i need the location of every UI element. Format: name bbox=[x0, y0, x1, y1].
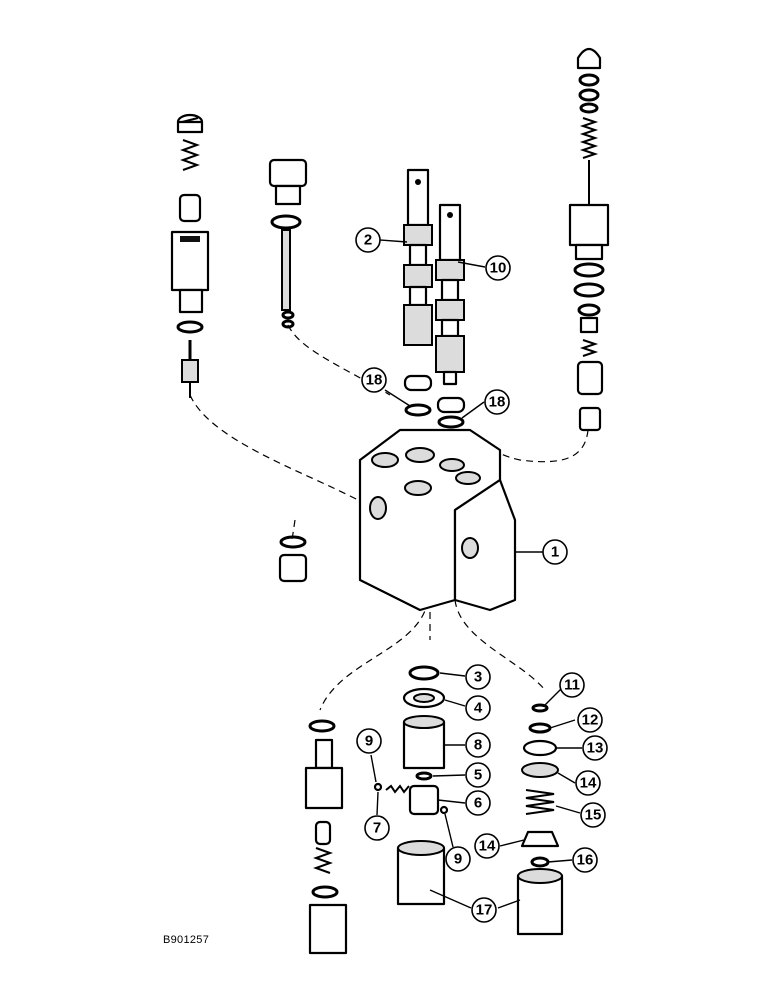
callout-18-right: 18 bbox=[484, 389, 510, 415]
callout-3: 3 bbox=[465, 664, 491, 690]
svg-text:9: 9 bbox=[454, 851, 462, 868]
callout-7: 7 bbox=[364, 815, 390, 841]
relief-valve-assembly-right bbox=[568, 47, 610, 432]
svg-text:13: 13 bbox=[587, 740, 604, 757]
svg-text:12: 12 bbox=[582, 712, 599, 729]
svg-text:14: 14 bbox=[479, 838, 496, 855]
callout-11: 11 bbox=[559, 672, 585, 698]
svg-text:2: 2 bbox=[364, 232, 372, 249]
svg-text:1: 1 bbox=[551, 544, 559, 561]
callout-6: 6 bbox=[465, 790, 491, 816]
pressure-valve-parts bbox=[373, 665, 449, 906]
svg-text:5: 5 bbox=[474, 767, 482, 784]
callout-12: 12 bbox=[577, 707, 603, 733]
callout-2: 2 bbox=[355, 227, 381, 253]
callout-8: 8 bbox=[465, 732, 491, 758]
relief-valve-assembly-left bbox=[170, 113, 210, 398]
needle-valve-assembly bbox=[268, 158, 308, 329]
callout-18-left: 18 bbox=[361, 367, 387, 393]
body-plug bbox=[278, 535, 308, 583]
svg-text:14: 14 bbox=[580, 775, 597, 792]
callout-9-lower: 9 bbox=[445, 846, 471, 872]
callout-1: 1 bbox=[542, 539, 568, 565]
callout-9-upper: 9 bbox=[356, 728, 382, 754]
svg-text:18: 18 bbox=[489, 394, 506, 411]
svg-text:4: 4 bbox=[474, 700, 483, 717]
callout-15: 15 bbox=[580, 802, 606, 828]
callout-14-lower: 14 bbox=[474, 833, 500, 859]
unloader-valve-parts bbox=[516, 703, 564, 936]
svg-text:9: 9 bbox=[365, 733, 373, 750]
svg-text:15: 15 bbox=[585, 807, 602, 824]
svg-text:16: 16 bbox=[577, 852, 594, 869]
callout-14-upper: 14 bbox=[575, 770, 601, 796]
spool-10 bbox=[435, 203, 465, 386]
svg-text:17: 17 bbox=[476, 902, 493, 919]
svg-text:10: 10 bbox=[490, 260, 507, 277]
figure-code: B901257 bbox=[163, 934, 210, 946]
callout-13: 13 bbox=[582, 735, 608, 761]
svg-text:11: 11 bbox=[564, 677, 580, 694]
check-valve-assembly bbox=[304, 719, 348, 955]
callout-16: 16 bbox=[572, 847, 598, 873]
spool-2 bbox=[403, 168, 433, 346]
svg-text:3: 3 bbox=[474, 669, 482, 686]
valve-body bbox=[358, 428, 517, 612]
spool-seals bbox=[403, 374, 466, 429]
callout-17: 17 bbox=[471, 897, 497, 923]
svg-text:7: 7 bbox=[373, 820, 381, 837]
callout-10: 10 bbox=[485, 255, 511, 281]
svg-text:8: 8 bbox=[474, 737, 482, 754]
callout-4: 4 bbox=[465, 695, 491, 721]
callout-leaders bbox=[370, 239, 582, 909]
svg-text:18: 18 bbox=[366, 372, 383, 389]
svg-text:6: 6 bbox=[474, 795, 482, 812]
callout-5: 5 bbox=[465, 762, 491, 788]
